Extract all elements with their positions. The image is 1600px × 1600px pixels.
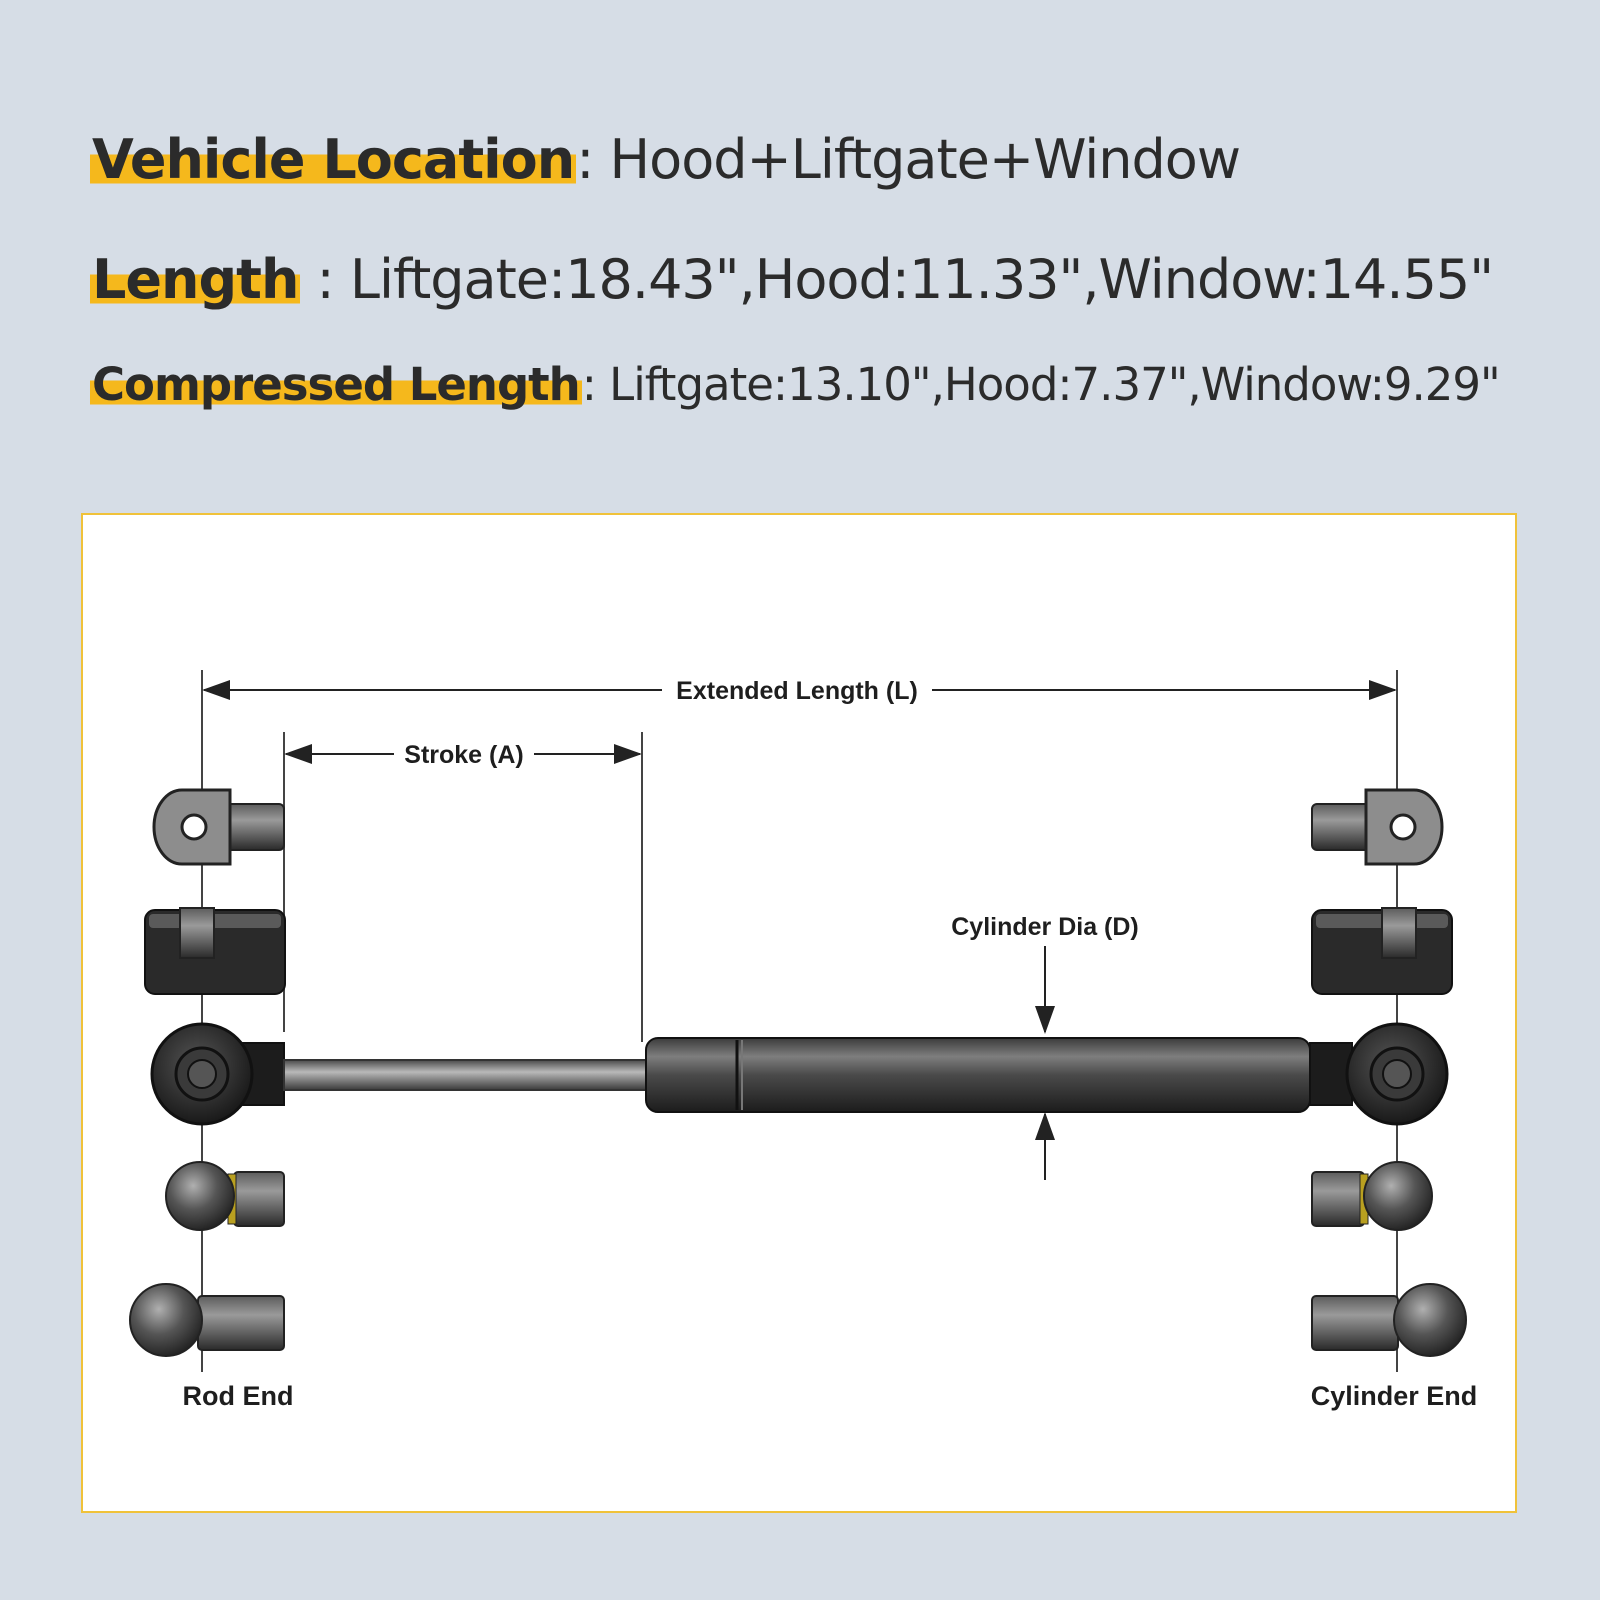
gas-strut-diagram: Extended Length (L) Stroke (A) Cylinder … (81, 513, 1517, 1513)
rod-end-fittings: Rod End (129, 788, 294, 1411)
rod-ball-socket-fitting (150, 1022, 285, 1126)
stroke-dimension: Stroke (A) (284, 741, 642, 769)
cylinder-end-label: Cylinder End (1311, 1381, 1478, 1411)
spec-value-compressed-length: : Liftgate:13.10",Hood:7.37",Window:9.29… (581, 358, 1501, 411)
extended-length-dimension: Extended Length (L) (202, 677, 1397, 705)
rod-clevis-fitting (144, 907, 286, 995)
rod-eyelet-fitting (152, 788, 285, 866)
spec-vehicle-location: Vehicle Location: Hood+Liftgate+Window (90, 128, 1241, 191)
spec-value-vehicle-location: : Hood+Liftgate+Window (576, 128, 1241, 191)
spec-value-length: : Liftgate:18.43",Hood:11.33",Window:14.… (300, 248, 1495, 311)
cylinder-eyelet-fitting (1311, 788, 1444, 866)
extended-length-label: Extended Length (L) (676, 677, 918, 705)
cylinder-ball-socket-fitting (1309, 1022, 1449, 1126)
spec-key-length: Length (90, 248, 301, 311)
rod-ball-stud-large (129, 1283, 285, 1357)
diagram-canvas: Extended Length (L) Stroke (A) Cylinder … (129, 670, 1478, 1411)
cylinder-end-fittings: Cylinder End (1309, 788, 1478, 1411)
rod-end-label: Rod End (183, 1381, 294, 1411)
cylinder-clevis-fitting (1311, 907, 1453, 995)
stroke-label: Stroke (A) (404, 741, 523, 769)
rod-ball-stud-small (165, 1161, 285, 1231)
reference-lines (201, 670, 1398, 1372)
spec-key-vehicle-location: Vehicle Location (90, 128, 577, 191)
cylinder-dia-dimension: Cylinder Dia (D) (951, 913, 1139, 1180)
cylinder-ball-stud-small (1311, 1161, 1433, 1231)
spec-length: Length : Liftgate:18.43",Hood:11.33",Win… (90, 248, 1495, 311)
cylinder-dia-label: Cylinder Dia (D) (951, 913, 1139, 941)
spec-key-compressed-length: Compressed Length (90, 358, 582, 411)
cylinder-ball-stud-large (1311, 1283, 1467, 1357)
spec-compressed-length: Compressed Length: Liftgate:13.10",Hood:… (90, 358, 1501, 411)
gas-strut (283, 1037, 1311, 1113)
